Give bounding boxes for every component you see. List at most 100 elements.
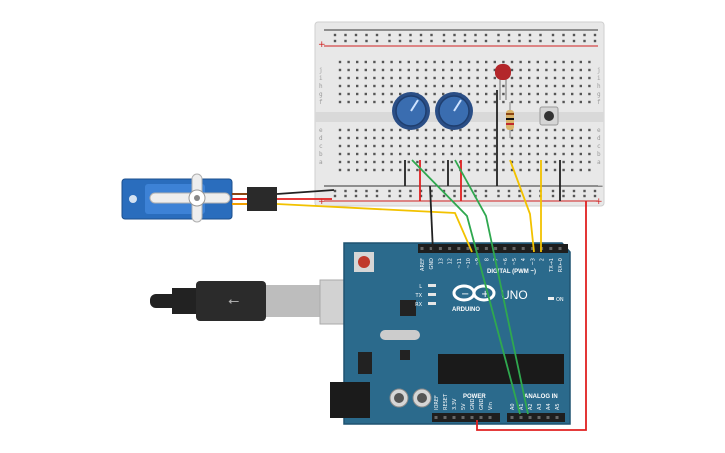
rail-hole[interactable] <box>430 33 433 37</box>
breadboard-hole[interactable] <box>399 168 402 172</box>
breadboard-hole[interactable] <box>373 84 376 88</box>
breadboard-hole[interactable] <box>571 144 574 148</box>
breadboard-hole[interactable] <box>545 68 548 72</box>
rail-hole[interactable] <box>507 33 511 37</box>
breadboard-hole[interactable] <box>442 68 445 72</box>
breadboard-hole[interactable] <box>356 144 359 148</box>
breadboard-hole[interactable] <box>390 84 393 88</box>
breadboard-hole[interactable] <box>373 100 376 104</box>
rail-hole[interactable] <box>344 33 347 37</box>
power-pin[interactable] <box>452 416 456 419</box>
breadboard-hole[interactable] <box>356 84 359 88</box>
breadboard-hole[interactable] <box>553 84 557 88</box>
breadboard-hole[interactable] <box>588 92 591 96</box>
breadboard-hole[interactable] <box>399 60 402 64</box>
rail-hole[interactable] <box>528 194 532 198</box>
breadboard-hole[interactable] <box>467 68 471 72</box>
breadboard-hole[interactable] <box>545 144 548 148</box>
breadboard-hole[interactable] <box>442 152 445 156</box>
breadboard-hole[interactable] <box>528 92 531 96</box>
breadboard-hole[interactable] <box>459 76 462 80</box>
rail-hole[interactable] <box>409 194 412 198</box>
digital-pin[interactable] <box>558 247 562 250</box>
rail-hole[interactable] <box>375 33 379 37</box>
breadboard-hole[interactable] <box>338 144 342 148</box>
red-led[interactable] <box>495 64 511 100</box>
rail-hole[interactable] <box>528 189 532 193</box>
breadboard-hole[interactable] <box>485 128 488 132</box>
breadboard-hole[interactable] <box>416 168 419 172</box>
breadboard-hole[interactable] <box>399 76 402 80</box>
breadboard-hole[interactable] <box>476 152 479 156</box>
analog-pin[interactable] <box>528 416 532 419</box>
breadboard-hole[interactable] <box>416 76 419 80</box>
breadboard-hole[interactable] <box>493 128 496 132</box>
breadboard-hole[interactable] <box>485 136 488 140</box>
rail-hole[interactable] <box>528 39 532 43</box>
breadboard-hole[interactable] <box>528 168 531 172</box>
rail-hole[interactable] <box>593 194 597 198</box>
breadboard-hole[interactable] <box>485 92 488 96</box>
breadboard-hole[interactable] <box>450 84 453 88</box>
breadboard-hole[interactable] <box>433 60 436 64</box>
breadboard-hole[interactable] <box>407 136 410 140</box>
breadboard-hole[interactable] <box>399 152 402 156</box>
breadboard-hole[interactable] <box>485 168 488 172</box>
rail-hole[interactable] <box>354 194 358 198</box>
breadboard-hole[interactable] <box>424 136 428 140</box>
rail-hole[interactable] <box>507 194 511 198</box>
breadboard-hole[interactable] <box>553 168 557 172</box>
breadboard-hole[interactable] <box>519 84 522 88</box>
breadboard-hole[interactable] <box>528 76 531 80</box>
breadboard-hole[interactable] <box>588 100 591 104</box>
breadboard-hole[interactable] <box>553 136 557 140</box>
breadboard-hole[interactable] <box>553 100 557 104</box>
wire-servo-ground[interactable] <box>276 189 335 195</box>
rail-hole[interactable] <box>333 194 337 198</box>
power-pin[interactable] <box>443 416 447 419</box>
breadboard-hole[interactable] <box>364 152 367 156</box>
breadboard-hole[interactable] <box>571 128 574 132</box>
breadboard-hole[interactable] <box>407 60 410 64</box>
breadboard-hole[interactable] <box>476 128 479 132</box>
breadboard-hole[interactable] <box>579 76 582 80</box>
breadboard-hole[interactable] <box>381 136 385 140</box>
breadboard-hole[interactable] <box>553 92 557 96</box>
breadboard-hole[interactable] <box>485 100 488 104</box>
rail-hole[interactable] <box>375 194 379 198</box>
breadboard-hole[interactable] <box>502 144 505 148</box>
rail-hole[interactable] <box>551 194 555 198</box>
digital-pin[interactable] <box>530 247 534 250</box>
breadboard-hole[interactable] <box>528 100 531 104</box>
digital-pin[interactable] <box>438 247 442 250</box>
breadboard-hole[interactable] <box>502 152 505 156</box>
breadboard-hole[interactable] <box>450 128 453 132</box>
breadboard-hole[interactable] <box>510 152 514 156</box>
breadboard-hole[interactable] <box>442 76 445 80</box>
breadboard-hole[interactable] <box>416 160 419 164</box>
breadboard-hole[interactable] <box>433 76 436 80</box>
breadboard-hole[interactable] <box>562 84 565 88</box>
rail-hole[interactable] <box>333 39 337 43</box>
power-pin[interactable] <box>479 416 483 419</box>
breadboard-hole[interactable] <box>381 168 385 172</box>
rail-hole[interactable] <box>507 39 511 43</box>
breadboard-hole[interactable] <box>562 136 565 140</box>
rail-hole[interactable] <box>398 194 402 198</box>
breadboard-hole[interactable] <box>467 84 471 88</box>
rail-hole[interactable] <box>484 194 488 198</box>
rail-hole[interactable] <box>419 39 423 43</box>
breadboard-hole[interactable] <box>519 76 522 80</box>
breadboard-hole[interactable] <box>502 168 505 172</box>
rail-hole[interactable] <box>409 189 412 193</box>
rail-hole[interactable] <box>453 194 456 198</box>
breadboard-hole[interactable] <box>381 152 385 156</box>
rail-hole[interactable] <box>388 189 391 193</box>
rail-hole[interactable] <box>344 194 347 198</box>
breadboard-hole[interactable] <box>562 168 565 172</box>
rail-hole[interactable] <box>518 189 521 193</box>
rail-hole[interactable] <box>572 194 576 198</box>
breadboard-hole[interactable] <box>476 136 479 140</box>
breadboard-hole[interactable] <box>553 76 557 80</box>
breadboard-hole[interactable] <box>588 76 591 80</box>
